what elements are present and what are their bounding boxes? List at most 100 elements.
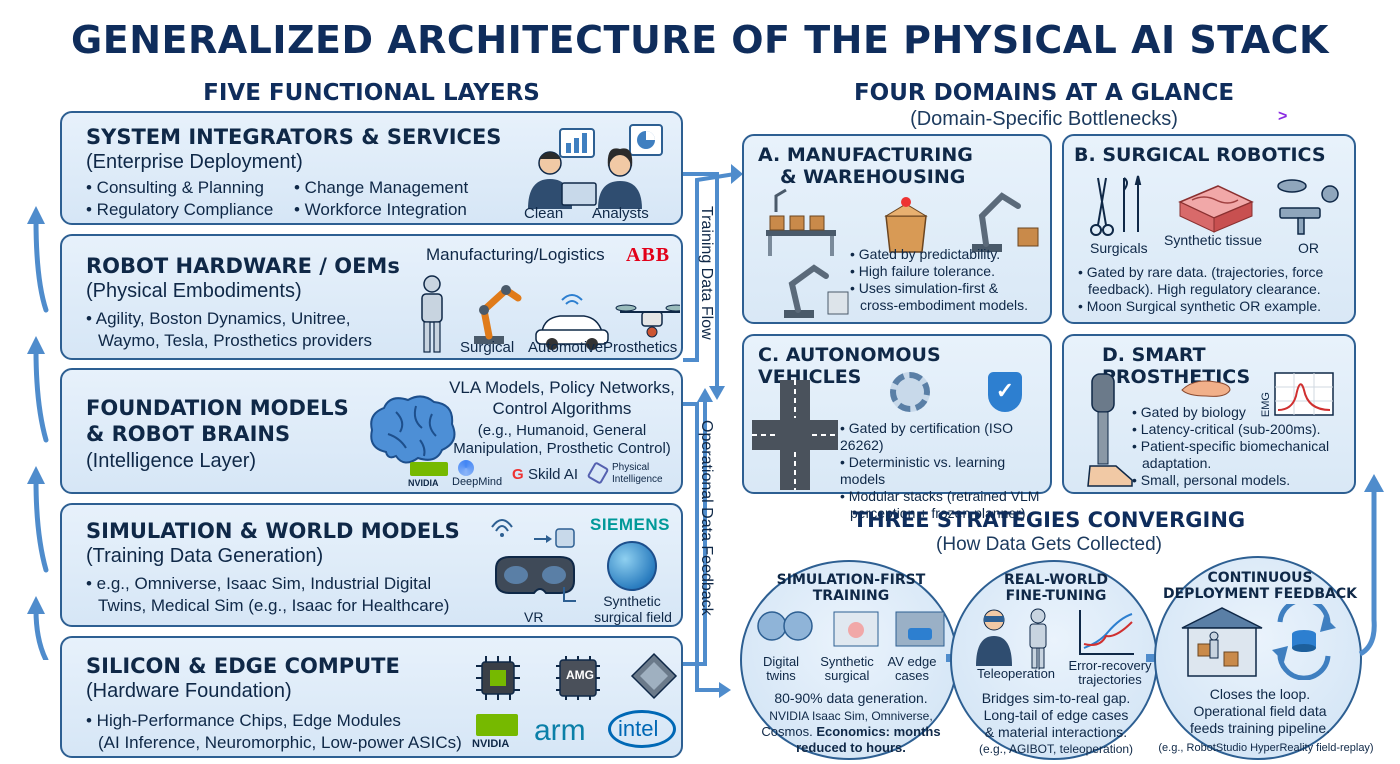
strategy-continuous-feedback: CONTINUOUS DEPLOYMENT FEEDBACK Closes th…: [1154, 556, 1362, 760]
globe-icon: [607, 541, 657, 591]
layer-title: ROBOT HARDWARE / OEMs: [86, 254, 400, 278]
sim-text-1: 80-90% data generation.: [774, 690, 928, 706]
siemens-logo: SIEMENS: [590, 515, 671, 534]
gear-icon: [890, 372, 930, 412]
sim-text-4: reduced to hours.: [796, 740, 906, 755]
left-upward-arrows: [27, 206, 49, 660]
real-text-4: (e.g., AGIBOT, teleoperation): [978, 742, 1134, 756]
sim-text-2: NVIDIA Isaac Sim, Omniverse,: [769, 709, 933, 723]
consultants-icon: [528, 124, 663, 209]
label-surgical-field: surgical field: [594, 609, 672, 625]
warehouse-feedback-icon: [1181, 604, 1336, 680]
shield-check-icon: ✓: [988, 372, 1022, 412]
layer-title: SIMULATION & WORLD MODELS: [86, 519, 460, 543]
sim-label-1: Digital: [762, 654, 800, 669]
prosthetic-leg-icon: [1087, 373, 1133, 487]
manufacturing-icons: [766, 188, 1039, 318]
real-label-error-1: Error-recovery: [1068, 658, 1152, 673]
category-label: Manufacturing/Logistics: [426, 245, 605, 264]
domain-title-line2: & WAREHOUSING: [780, 166, 966, 188]
deepmind-logo-text: DeepMind: [452, 476, 503, 488]
intersection-icon: [752, 380, 838, 490]
sim-label-2: twins: [766, 668, 796, 683]
circle-title-1: SIMULATION-FIRST: [776, 572, 926, 588]
real-label-error-2: trajectories: [1078, 672, 1142, 687]
pi-logo-text-1: Physical: [612, 462, 650, 473]
chevron-right-icon: >: [1278, 108, 1288, 125]
layer-subtitle: (Training Data Generation): [86, 545, 324, 567]
right-subheading: (Domain-Specific Bottlenecks): [910, 108, 1178, 130]
cont-text-2: Operational field data: [1193, 703, 1327, 719]
label-surgicals: Surgicals: [1090, 240, 1148, 256]
vr-headset-icon: [491, 519, 576, 602]
circle-title-1: REAL-WORLD: [1004, 572, 1108, 588]
page-title: GENERALIZED ARCHITECTURE OF THE PHYSICAL…: [71, 18, 1329, 62]
circle-title-1: CONTINUOUS: [1207, 570, 1313, 586]
brain-icon: [370, 395, 456, 464]
domain-bullets: • Gated by certification (ISO 26262) • D…: [840, 420, 1040, 521]
layer-title: SYSTEM INTEGRATORS & SERVICES: [86, 125, 502, 149]
intel-logo: intel: [618, 716, 659, 741]
feedback-arrow-up: [1358, 474, 1384, 656]
models-text-2: Control Algorithms: [492, 399, 632, 418]
teleoperation-icon: [976, 608, 1047, 669]
training-flow-label: Training Data Flow: [698, 206, 715, 340]
physical-intelligence-icon: [586, 461, 610, 485]
domain-bullets: • Gated by rare data. (trajectories, for…: [1078, 264, 1324, 314]
label-vr: VR: [524, 609, 544, 625]
label-clean: Clean: [524, 205, 564, 222]
cont-text-1: Closes the loop.: [1209, 686, 1311, 702]
layer-subtitle: (Intelligence Layer): [86, 450, 257, 472]
cont-example: (e.g., RobotStudio HyperReality field-re…: [1158, 742, 1374, 754]
strategies-subheading: (How Data Gets Collected): [936, 534, 1162, 555]
sim-label-6: cases: [895, 668, 929, 683]
label-synthetic-tissue: Synthetic tissue: [1164, 232, 1263, 248]
arm-muscle-icon: [1181, 380, 1231, 397]
layer-subtitle: (Physical Embodiments): [86, 280, 302, 302]
nvidia-logo: [476, 714, 518, 736]
real-text-3: & material interactions.: [984, 724, 1128, 740]
label-analysts: Analysts: [592, 205, 649, 222]
nvidia-logo-text: NVIDIA: [408, 478, 439, 488]
domain-title-line1: A. MANUFACTURING: [758, 144, 973, 166]
layer-title-line2: & ROBOT BRAINS: [86, 422, 291, 446]
chip-label: AMG: [566, 668, 594, 682]
sim-label-4: surgical: [824, 668, 870, 683]
layer-bullets: • High-Performance Chips, Edge Modules (…: [86, 711, 462, 752]
skild-logo-text: Skild AI: [528, 466, 579, 483]
circle-title-2: FINE-TUNING: [1005, 588, 1107, 604]
circle-title-2: DEPLOYMENT FEEDBACK: [1163, 586, 1357, 602]
nvidia-logo: [410, 462, 448, 476]
strategy-real-world: REAL-WORLD FINE-TUNING Teleoperation Err…: [950, 560, 1158, 760]
layer-system-integrators: SYSTEM INTEGRATORS & SERVICES (Enterpris…: [60, 111, 683, 225]
error-recovery-chart-icon: [1079, 610, 1134, 655]
layer-title-line1: FOUNDATION MODELS: [86, 396, 349, 420]
sim-text-3-row: Cosmos. Economics: months: [761, 724, 941, 739]
layer-robot-hardware: ROBOT HARDWARE / OEMs (Physical Embodime…: [60, 234, 683, 360]
left-heading: FIVE FUNCTIONAL LAYERS: [203, 80, 540, 106]
abb-logo: ABB: [626, 244, 671, 266]
examples-text-1: (e.g., Humanoid, General: [477, 422, 647, 439]
domain-manufacturing: A. MANUFACTURING & WAREHOUSING • Gated b…: [742, 134, 1052, 324]
layer-foundation-models: FOUNDATION MODELS & ROBOT BRAINS (Intell…: [60, 368, 683, 494]
pi-logo-text-2: Intelligence: [612, 474, 663, 485]
real-label-teleop: Teleoperation: [976, 666, 1056, 681]
domain-bullets: • Gated by biology • Latency-critical (s…: [1132, 404, 1330, 488]
layer-title: SILICON & EDGE COMPUTE: [86, 654, 400, 678]
label-synthetic: Synthetic: [603, 593, 661, 609]
label-surgical: Surgical: [460, 339, 515, 356]
layer-simulation: SIMULATION & WORLD MODELS (Training Data…: [60, 503, 683, 627]
circle-title-2: TRAINING: [812, 588, 890, 604]
layer-bullets-left: • Consulting & Planning • Regulatory Com…: [86, 178, 274, 219]
examples-text-2: Manipulation, Prosthetic Control): [453, 440, 671, 457]
operational-flow-label: Operational Data Feedback: [698, 420, 715, 616]
chips-icon: [476, 652, 678, 700]
real-text-2: Long-tail of edge cases: [983, 707, 1129, 723]
nvidia-logo-text: NVIDIA: [472, 738, 510, 750]
skild-icon: G: [512, 466, 524, 483]
layer-bullets: • e.g., Omniverse, Isaac Sim, Industrial…: [86, 574, 450, 615]
arm-logo: arm: [534, 714, 586, 747]
label-or: OR: [1298, 240, 1319, 256]
domain-prosthetics: D. SMART PROSTHETICS EMG • Gated by biol…: [1062, 334, 1356, 494]
surgical-icons: [1090, 175, 1339, 236]
